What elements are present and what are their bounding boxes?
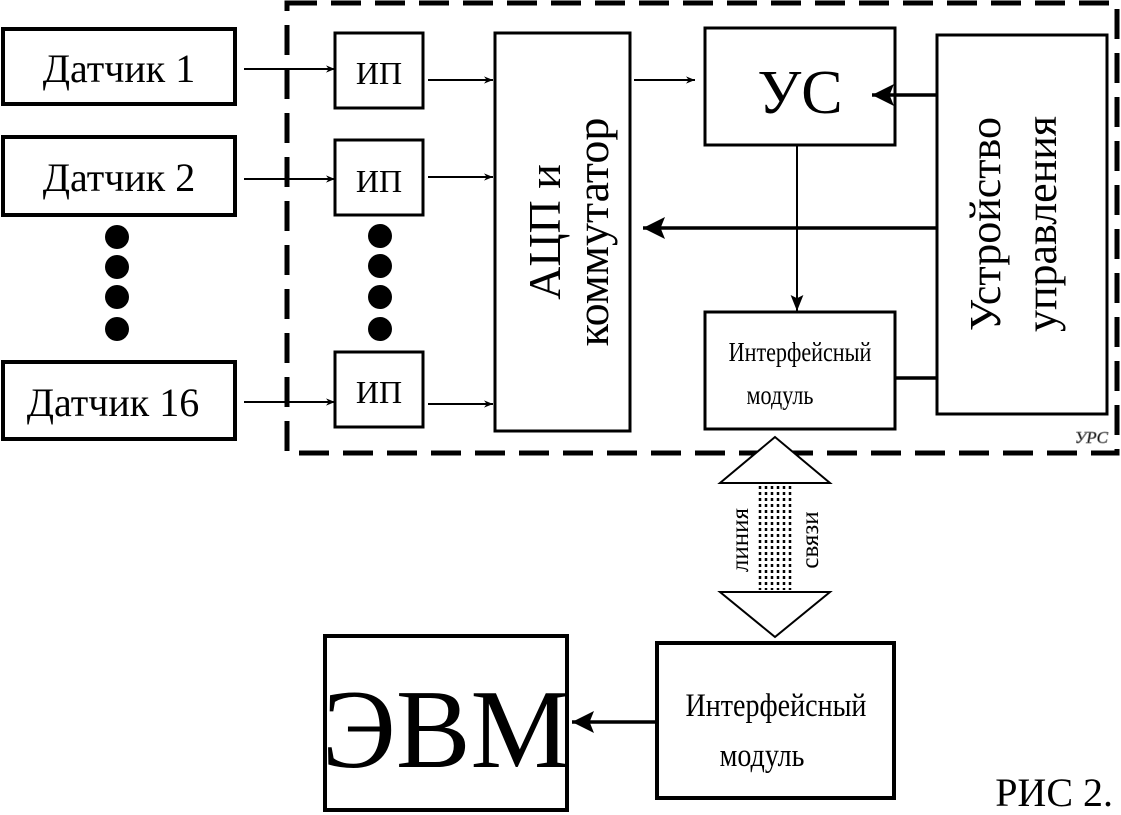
adc-label-line2: коммутатор [567,118,618,347]
interface-bottom-line2: модуль [720,737,805,774]
interface-module-top: Интерфейсный модуль [703,310,897,431]
sensor-2: Датчик 2 [1,135,237,217]
sensors-ellipsis [105,225,129,341]
comm-arrow-down [717,591,833,639]
control-unit: Устройство управления [935,33,1109,416]
control-unit-line2: управления [1017,116,1066,332]
interface-module-bottom: Интерфейсный модуль [655,641,896,800]
converter-2: ИП [333,138,425,217]
computer-label: ЭВМ [322,668,570,792]
interface-bottom-line1: Интерфейсный [686,687,867,724]
converter-1-label: ИП [356,55,402,91]
us-block: УС [703,26,897,147]
sensor-1-label: Датчик 1 [43,46,195,91]
sensor-2-label: Датчик 2 [43,155,195,200]
converter-16-label: ИП [356,374,402,410]
converter-2-label: ИП [356,163,402,199]
urs-label: УРС [1075,428,1109,447]
urs-frame [284,0,1120,456]
sensor-1: Датчик 1 [1,27,237,106]
interface-top-line1: Интерфейсный [729,338,872,368]
converter-1: ИП [333,31,425,110]
converter-16: ИП [333,350,425,429]
figure-caption: РИС 2. [995,770,1113,815]
comm-arrow-up [717,435,833,484]
adc-commutator: АЦП и коммутатор [493,31,632,433]
interface-top-line2: модуль [747,381,814,411]
sensor-16-label: Датчик 16 [27,380,199,425]
computer-block: ЭВМ [322,634,570,812]
control-unit-line1: Устройство [961,117,1010,331]
adc-label-line1: АЦП и [519,164,570,300]
comm-line-label-left: линия [727,507,754,572]
comm-line-label-right: связи [797,511,824,568]
sensor-16: Датчик 16 [1,360,237,441]
converters-ellipsis [368,224,392,341]
communication-line: линия связи [717,435,833,639]
us-label: УС [757,59,842,127]
